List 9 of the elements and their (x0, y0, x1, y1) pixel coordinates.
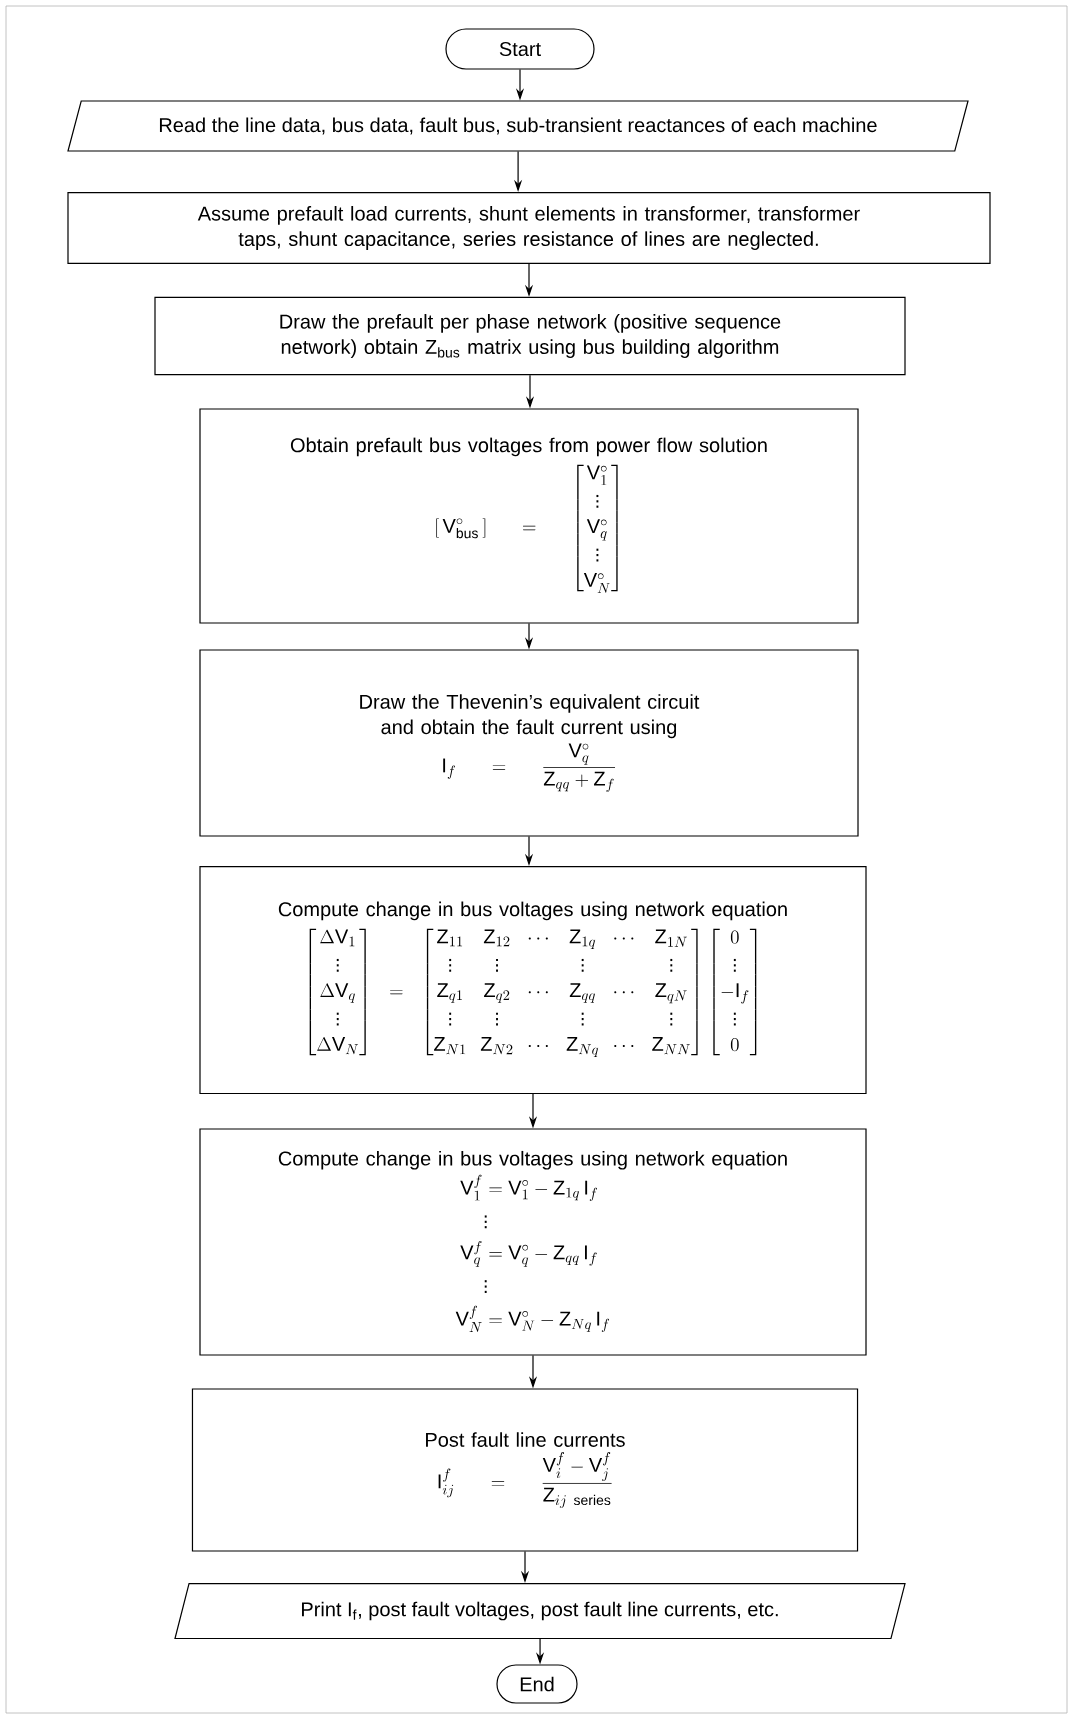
process-box: Draw the Thevenin’s equivalent circuit and obtain the fault current using $\mathrm{I}_f = \frac{\mathrm{V}^{\circ}_q}{\mathrm{Z}_{qq}+\mathrm{Z}_f}$ (199, 649, 859, 837)
io-parallelogram: Read the line data, bus data, fault bus, sub-transient reactances of each machine (67, 100, 969, 152)
process-box: Assume prefault load currents, shunt elements in transformer, transformer taps, shunt capacitance, series resistance of lines are neglected. (67, 191, 991, 265)
process-box: Obtain prefault bus voltages from power flow solution $[\,\mathrm{V}^{\circ}_{\mathrm{bus}}\,] = \begin{bmatrix} \mathrm{V}^{\circ}_{1}\\ \vdots \\ \mathrm{V}^{\circ}_{q} \\ \vdots \\ \mathrm{V}^{\circ}_{N}\end{bmatrix}$ (199, 408, 859, 624)
process-box: Compute change in bus voltages using network equation $\begin{aligned} \mathrm{V}^f_1 &= \mathrm{V}^{\circ}_1 - \mathrm{Z}_{1q}\, \mathrm{I}_f\\ &\vdots\\ \mathrm{V}^f_q &= \mathrm{V}^{\circ}_q - \mathrm{Z}_{qq}\, \mathrm{I}_f \\ &\vdots \\ \mathrm{V}^f_N &= \mathrm{V}^{\circ}_N - \mathrm{Z}_{Nq}\, \mathrm{I}_f\end{aligned}$ (199, 1128, 867, 1356)
process-box: Post fault line currents $\mathrm{I}^f_{ij} = \frac{\mathrm{V}^f_i - \mathrm{V}^f_j}{\mathrm{Z}_{ij\ \mathrm{series}}}$ (191, 1388, 859, 1552)
process-box: Draw the prefault per phase network (positive sequence network) obtain Z$_{bus}$ matrix using bus building algorithm (154, 296, 906, 376)
process-box: Compute change in bus voltages using network equation $\begin{bmatrix}\Delta \mathrm{V}_1\\ \vdots\\ \Delta \mathrm{V}_q\\ \vdots\\ \Delta \mathrm{V}_N\end{bmatrix} = \begin{bmatrix} \mathrm{Z}_{11} & \mathrm{Z}_{12} & \cdots & \mathrm{Z}_{1q} & \cdots & \mathrm{Z}_{1N}\\ \vdots&\vdots&&\vdots&&\vdots\\ \mathrm{Z}_{q1}&\mathrm{Z}_{q2}&\cdots&\mathrm{Z}_{qq}&\cdots&\mathrm{Z}_{qN}\\ \vdots&\vdots&&\vdots&&\vdots\\ \mathrm{Z}_{N1}&\mathrm{Z}_{N2}&\cdots&\mathrm{Z}_{Nq}&\cdots&\mathrm{Z}_{NN}\end{bmatrix}\begin{bmatrix}0\\ \vdots\\ -\mathrm{I}_f\\ \vdots\\ 0\end{bmatrix}$ (199, 865, 867, 1095)
io-parallelogram: Print I$_{f}$, post fault voltages, post fault line currents, etc. (174, 1582, 906, 1640)
